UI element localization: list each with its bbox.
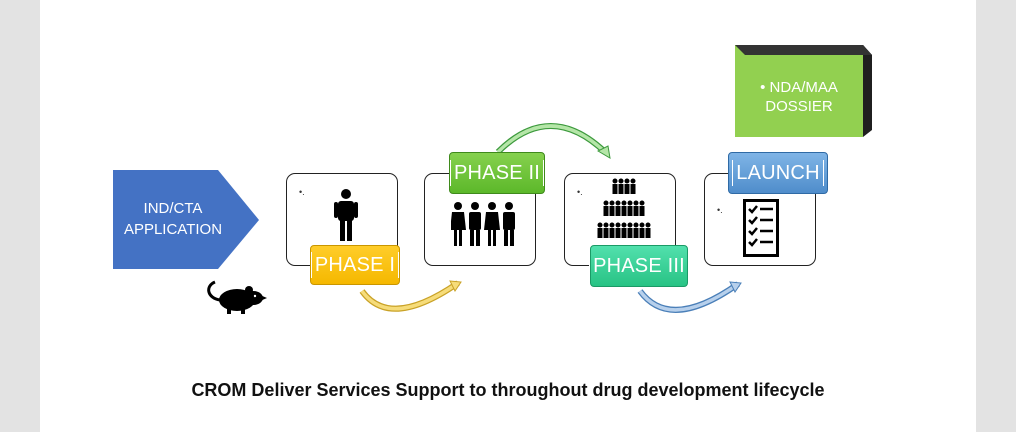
phase1-label: PHASE I — [310, 245, 400, 285]
card-dot: •. — [717, 205, 723, 215]
launch-label: LAUNCH — [728, 152, 828, 194]
rat-icon — [207, 280, 267, 314]
population-pyramid-icon — [597, 178, 651, 238]
arrowhead-2 — [596, 145, 611, 159]
slide-page: IND/CTA APPLICATION •. — [40, 0, 976, 432]
ind-cta-line1: IND/CTA — [143, 200, 203, 217]
ind-cta-pentagon — [113, 170, 259, 269]
arrowhead-3 — [729, 281, 742, 293]
nda-maa-dossier-text: • NDA/MAA DOSSIER — [740, 78, 858, 116]
single-person-icon — [334, 189, 358, 241]
arrowhead-1 — [449, 280, 462, 292]
group-of-four-icon — [451, 202, 515, 246]
diagram-caption: CROM Deliver Services Support to through… — [191, 380, 825, 400]
connector-arrows — [113, 45, 872, 313]
nda-line1: • NDA/MAA — [740, 78, 858, 97]
card-dot: •. — [299, 187, 305, 197]
phase3-label: PHASE III — [589, 245, 689, 287]
ind-cta-label: IND/CTA APPLICATION — [113, 198, 233, 240]
phase2-label: PHASE II — [449, 152, 545, 194]
checklist-icon — [743, 199, 779, 257]
card-dot: •. — [577, 187, 583, 197]
dossier-label: DOSSIER — [765, 98, 833, 115]
bullet: • — [760, 79, 766, 96]
nda-box-side — [863, 45, 872, 137]
ind-cta-line2: APPLICATION — [123, 221, 223, 238]
nda-maa-label: NDA/MAA — [769, 79, 838, 96]
